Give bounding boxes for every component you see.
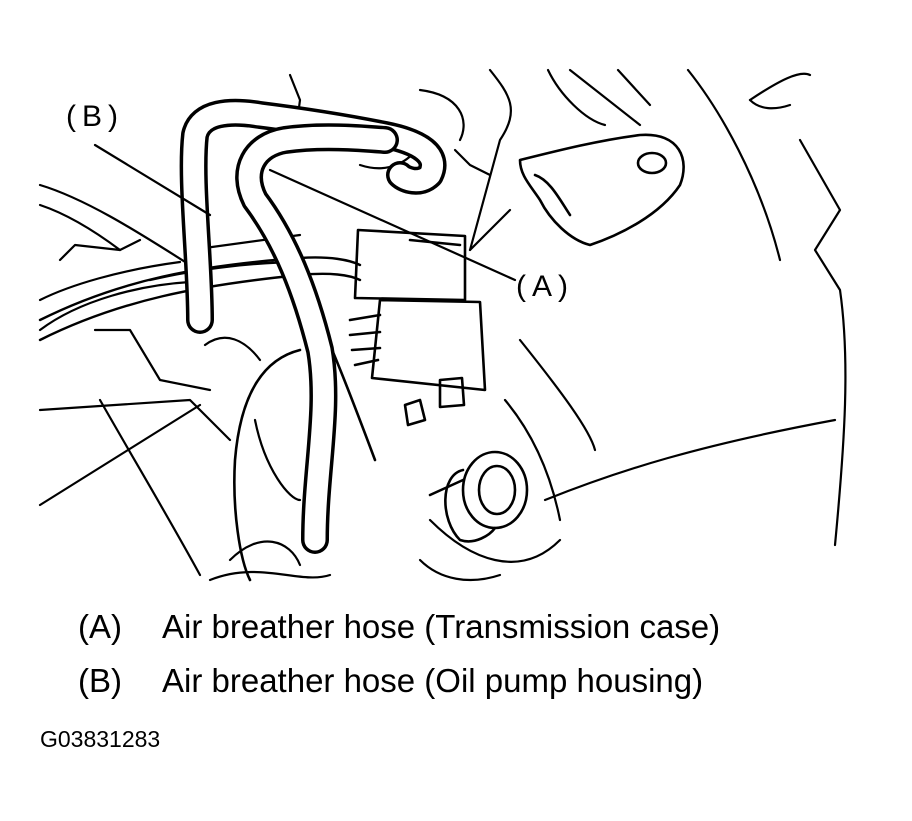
figure-code: G03831283 (40, 726, 161, 752)
legend-row-a: (A) Air breather hose (Transmission case) (78, 608, 720, 646)
mounting-bracket (518, 133, 685, 247)
connector-group (348, 228, 487, 427)
leader-lines (93, 143, 517, 282)
hose-b (179, 98, 447, 334)
leader-line-a (268, 168, 517, 282)
legend-key-a: (A) (78, 608, 122, 645)
callout-b: (B) (66, 100, 124, 133)
hose-a (235, 123, 399, 554)
engine-background-lines (38, 68, 847, 582)
callout-a: (A) (516, 270, 574, 303)
leader-line-b (93, 143, 212, 217)
pipe-fitting (428, 450, 529, 543)
legend-text-b: Air breather hose (Oil pump housing) (162, 662, 704, 699)
line-drawing (38, 68, 847, 582)
legend-text-a: Air breather hose (Transmission case) (162, 608, 721, 645)
legend-row-b: (B) Air breather hose (Oil pump housing) (78, 662, 703, 700)
legend-key-b: (B) (78, 662, 122, 699)
